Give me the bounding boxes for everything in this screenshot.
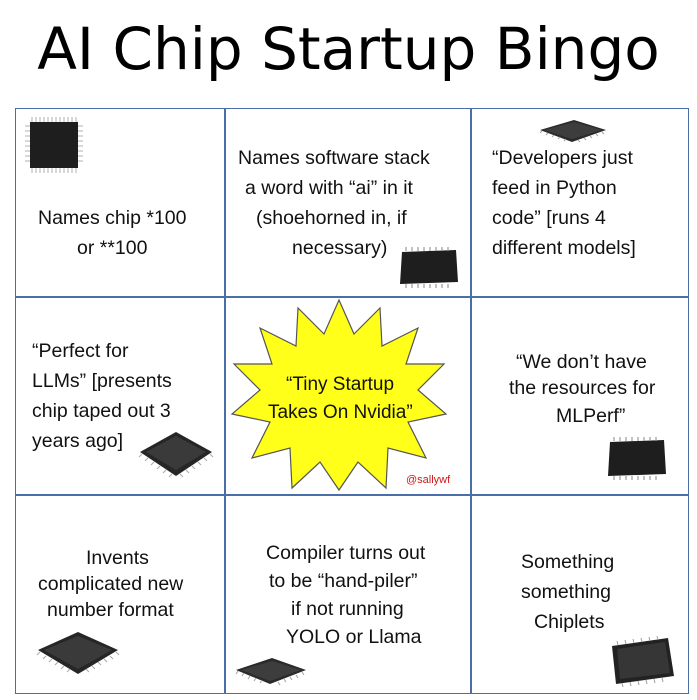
grid-divider — [224, 109, 226, 693]
cell-text-line: “We don’t have — [516, 351, 647, 373]
cell-text-line: “Perfect for — [32, 340, 129, 362]
cell-text-line: Names software stack — [238, 147, 430, 169]
cell-text-line: Names chip *100 — [38, 207, 187, 229]
cell-text-line: “Developers just — [492, 147, 633, 169]
cell-text-line: the resources for — [509, 377, 656, 399]
cell-text-line: complicated new — [38, 573, 184, 595]
cell-text-line: number format — [47, 599, 174, 621]
cell-text-line: LLMs” [presents — [32, 370, 172, 392]
cell-text-line: chip taped out 3 — [32, 400, 171, 422]
chip-icon — [539, 120, 606, 143]
starburst-icon — [230, 298, 448, 492]
cell-text-line: Compiler turns out — [266, 542, 426, 564]
cell-text-line: “Tiny Startup — [286, 374, 395, 395]
chip-icon — [138, 432, 214, 478]
chip-icon — [612, 636, 674, 688]
cell-text-line: a word with “ai” in it — [245, 177, 413, 199]
chip-icon — [400, 247, 458, 288]
cell-text-line: to be “hand-piler” — [269, 570, 418, 592]
cell-text-line: years ago] — [32, 430, 124, 452]
cell-text-line: something — [521, 581, 611, 603]
cell-text-line: Chiplets — [534, 611, 605, 633]
chip-icon — [36, 632, 120, 674]
credit-handle: @sallywf — [406, 474, 451, 486]
cell-text-line: Something — [521, 551, 615, 573]
cell-text-line: Invents — [86, 547, 149, 569]
cell-text-line: YOLO or Llama — [286, 626, 422, 648]
cell-text-line: (shoehorned in, if — [256, 207, 407, 229]
cell-text-line: different models] — [492, 237, 636, 259]
grid-divider — [16, 296, 688, 298]
chip-icon — [25, 117, 83, 173]
cell-text-line: or **100 — [77, 237, 148, 259]
cell-text-line: code” [runs 4 — [492, 207, 606, 229]
chip-icon — [608, 437, 666, 480]
page-title: AI Chip Startup Bingo — [37, 15, 660, 83]
chip-icon — [235, 658, 306, 686]
grid-divider — [470, 109, 472, 693]
bingo-grid — [15, 108, 689, 694]
cell-text-line: if not running — [291, 598, 404, 620]
cell-text-line: MLPerf” — [556, 405, 626, 427]
cell-text-line: necessary) — [292, 237, 388, 259]
cell-text-line: Takes On Nvidia” — [268, 402, 413, 423]
cell-text-line: feed in Python — [492, 177, 617, 199]
grid-divider — [16, 494, 688, 496]
